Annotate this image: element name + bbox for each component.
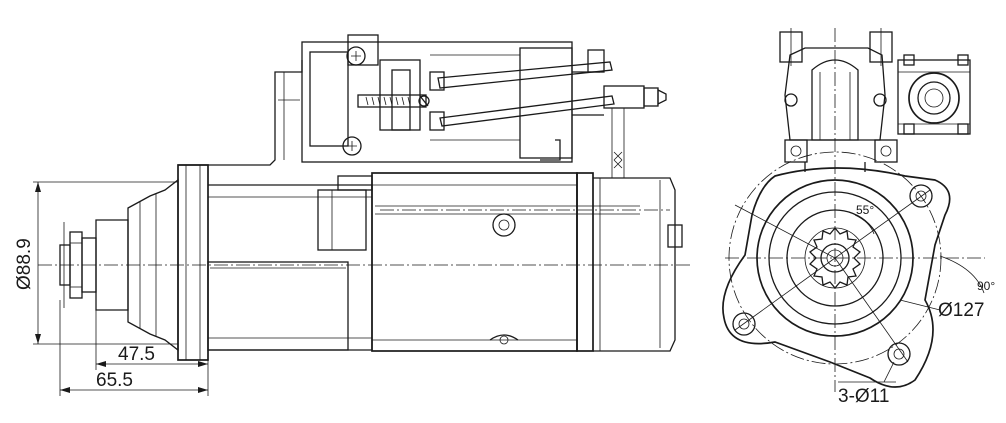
mounting-flange [722,151,985,388]
drive-housing [207,175,373,351]
dim-flange-diameter: Ø127 [899,299,984,321]
side-view: Ø88.9 47.5 65.5 [14,34,690,396]
label-pinion-offset-a: 47.5 [118,344,155,365]
dim-housing-diameter: Ø88.9 [14,181,178,345]
pinion-shaft [59,222,97,308]
field-frame [371,172,670,352]
terminal-boss [897,54,971,135]
label-angle-90: 90° [977,279,995,293]
dim-pinion-offset-b: 65.5 [59,300,209,396]
solenoid-end-view [779,28,898,172]
label-mounting-holes: 3-Ø11 [838,386,889,407]
label-pinion-offset-b: 65.5 [96,370,133,391]
dim-mounting-holes: 3-Ø11 [838,361,896,407]
dim-pinion-offset-a: 47.5 [95,310,209,370]
solenoid [301,34,573,163]
rear-cover [576,150,683,352]
label-housing-diameter: Ø88.9 [14,238,35,290]
label-angle-55: 55° [856,203,874,217]
nose-housing [95,164,209,361]
terminal-links [429,49,667,150]
mounting-bracket [178,60,303,166]
front-view: 55° 90° Ø127 3-Ø11 [722,28,995,407]
label-flange-diameter: Ø127 [938,300,984,321]
